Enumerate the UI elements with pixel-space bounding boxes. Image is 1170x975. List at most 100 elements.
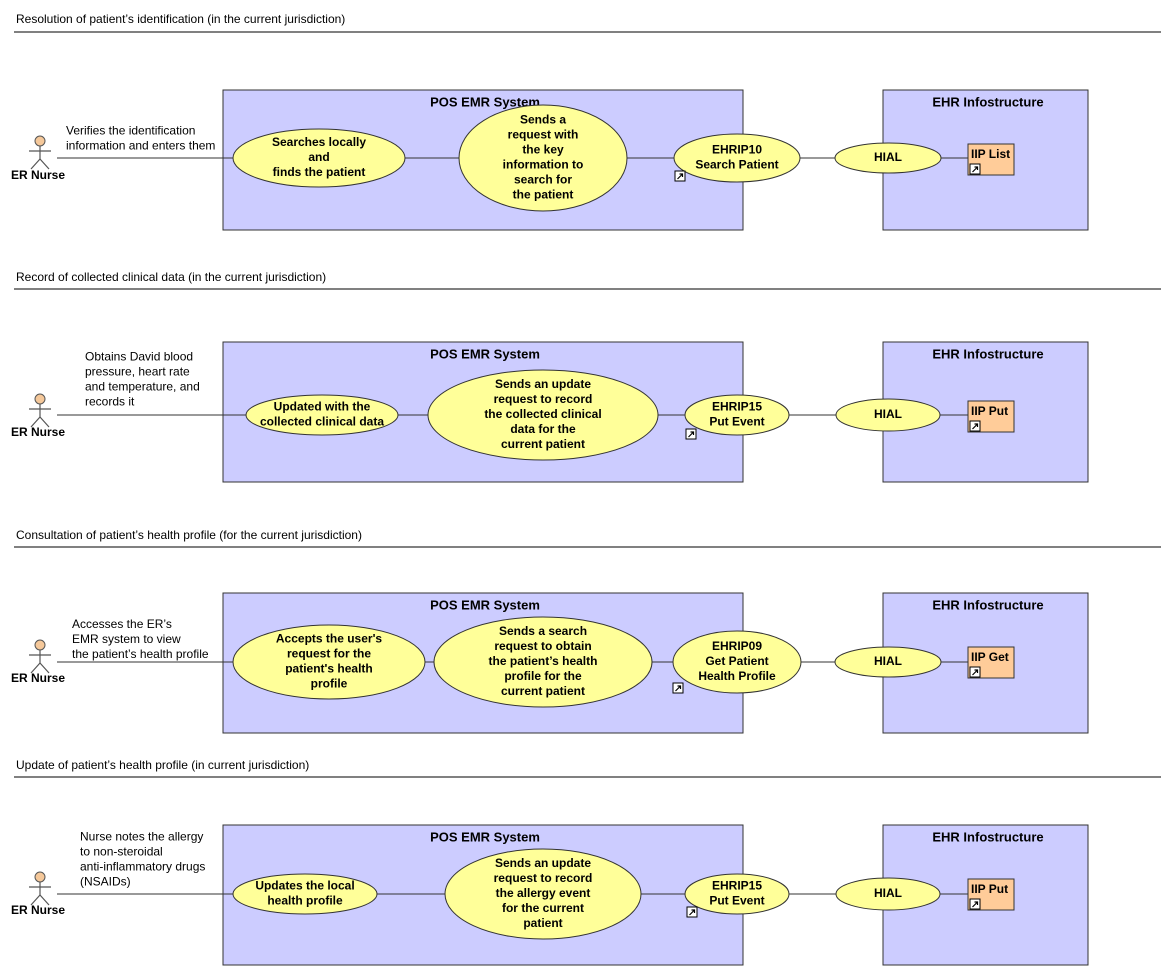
iip-component-label: IIP Put (971, 404, 1008, 418)
ehrip-oval-label: Put Event (709, 415, 764, 429)
local-step-oval-label: request for the (287, 647, 371, 661)
request-step-oval-label: the patient’s health (489, 654, 598, 668)
request-step-oval-label: patient (523, 916, 562, 930)
scenario-section: Consultation of patient’s health profile… (11, 528, 1161, 734)
actor-note: and temperature, and (85, 380, 200, 394)
ehrip-oval-label: EHRIP10 (712, 143, 762, 157)
actor-label: ER Nurse (11, 168, 65, 182)
request-step-oval-label: request to record (494, 871, 593, 885)
local-step-oval-label: and (308, 150, 329, 164)
local-step-oval-label: Searches locally (272, 135, 366, 149)
ehrip-oval[interactable] (684, 394, 790, 436)
request-step-oval[interactable] (458, 104, 628, 212)
request-step-oval-label: for the current (502, 901, 584, 915)
request-step-oval-label: the patient (513, 188, 574, 202)
local-step-oval-label: Updated with the (274, 400, 371, 414)
request-step-oval-label: profile for the (504, 669, 582, 683)
hial-oval[interactable] (834, 646, 942, 678)
request-step-oval-label: the key (522, 143, 564, 157)
pos-emr-system-title: POS EMR System (430, 829, 540, 844)
ehr-infostructure-title: EHR Infostructure (932, 597, 1043, 612)
actor-note: Accesses the ER’s (72, 617, 172, 631)
request-step-oval[interactable] (427, 369, 659, 461)
iip-component-label: IIP Get (971, 650, 1009, 664)
ehrip-oval-label: Health Profile (698, 669, 776, 683)
shortcut-link-icon[interactable] (686, 906, 698, 918)
ehrip-oval-label: EHRIP15 (712, 400, 762, 414)
shortcut-link-icon[interactable] (672, 682, 684, 694)
hial-oval[interactable] (835, 877, 941, 911)
actor-note: (NSAIDs) (80, 875, 131, 889)
local-step-oval[interactable] (232, 624, 426, 700)
ehrip-oval[interactable] (672, 630, 802, 694)
request-step-oval[interactable] (433, 616, 653, 708)
request-step-oval-label: information to (503, 158, 584, 172)
request-step-oval-label: request with (508, 128, 579, 142)
section-title: Consultation of patient’s health profile… (16, 528, 362, 542)
actor-label: ER Nurse (11, 425, 65, 439)
scenario-section: Update of patient’s health profile (in c… (11, 758, 1161, 966)
local-step-oval-label: health profile (267, 894, 343, 908)
ehrip-oval[interactable] (684, 873, 790, 915)
request-step-oval-label: the collected clinical (484, 407, 601, 421)
ehrip-oval-label: Search Patient (695, 158, 778, 172)
scenario-section: Resolution of patient’s identification (… (11, 12, 1161, 231)
section-title: Record of collected clinical data (in th… (16, 270, 326, 284)
request-step-oval[interactable] (444, 848, 642, 940)
request-step-oval-label: Sends a search (499, 624, 587, 638)
local-step-oval-label: Accepts the user's (276, 632, 383, 646)
hial-oval-label: HIAL (874, 150, 902, 164)
local-step-oval-label: patient's health (285, 662, 373, 676)
actor-note: Nurse notes the allergy (80, 830, 203, 844)
hial-oval[interactable] (835, 398, 941, 432)
ehr-infostructure-title: EHR Infostructure (932, 94, 1043, 109)
hial-oval-label: HIAL (874, 886, 902, 900)
shortcut-link-icon[interactable] (685, 428, 697, 440)
hial-oval[interactable] (834, 142, 942, 174)
hial-oval-label: HIAL (874, 654, 902, 668)
actor-note: to non-steroidal (80, 845, 163, 859)
actor-label: ER Nurse (11, 903, 65, 917)
actor-label: ER Nurse (11, 671, 65, 685)
ehrip-oval[interactable] (673, 133, 801, 183)
request-step-oval-label: Sends an update (495, 856, 591, 870)
request-step-oval-label: search for (514, 173, 572, 187)
ehr-infostructure-title: EHR Infostructure (932, 829, 1043, 844)
request-step-oval-label: current patient (501, 684, 585, 698)
actor-note: EMR system to view (72, 632, 181, 646)
actor-note: Obtains David blood (85, 350, 193, 364)
local-step-oval-label: finds the patient (273, 165, 366, 179)
hial-oval-label: HIAL (874, 407, 902, 421)
shortcut-link-icon[interactable] (969, 420, 981, 432)
shortcut-link-icon[interactable] (969, 666, 981, 678)
request-step-oval-label: request to obtain (494, 639, 591, 653)
pos-emr-system-title: POS EMR System (430, 94, 540, 109)
actor-note: records it (85, 395, 135, 409)
local-step-oval[interactable] (245, 394, 399, 436)
request-step-oval-label: Sends an update (495, 377, 591, 391)
shortcut-link-icon[interactable] (969, 163, 981, 175)
actor-figure-icon (29, 871, 51, 906)
pos-emr-system-title: POS EMR System (430, 346, 540, 361)
request-step-oval-label: request to record (494, 392, 593, 406)
iip-component-label: IIP List (971, 147, 1010, 161)
local-step-oval[interactable] (232, 873, 378, 915)
ehrip-oval-label: Put Event (709, 894, 764, 908)
ehr-infostructure-title: EHR Infostructure (932, 346, 1043, 361)
local-step-oval-label: profile (311, 677, 348, 691)
local-step-oval-label: collected clinical data (260, 415, 384, 429)
request-step-oval-label: Sends a (520, 113, 566, 127)
scenario-section: Record of collected clinical data (in th… (11, 270, 1161, 483)
local-step-oval-label: Updates the local (255, 879, 354, 893)
local-step-oval[interactable] (232, 128, 406, 188)
iip-component-label: IIP Put (971, 882, 1008, 896)
shortcut-link-icon[interactable] (969, 898, 981, 910)
shortcut-link-icon[interactable] (674, 170, 686, 182)
section-title: Resolution of patient’s identification (… (16, 12, 345, 26)
actor-figure-icon (29, 639, 51, 674)
actor-note: Verifies the identification (66, 124, 195, 138)
section-title: Update of patient’s health profile (in c… (16, 758, 309, 772)
actor-note: pressure, heart rate (85, 365, 190, 379)
request-step-oval-label: the allergy event (496, 886, 591, 900)
